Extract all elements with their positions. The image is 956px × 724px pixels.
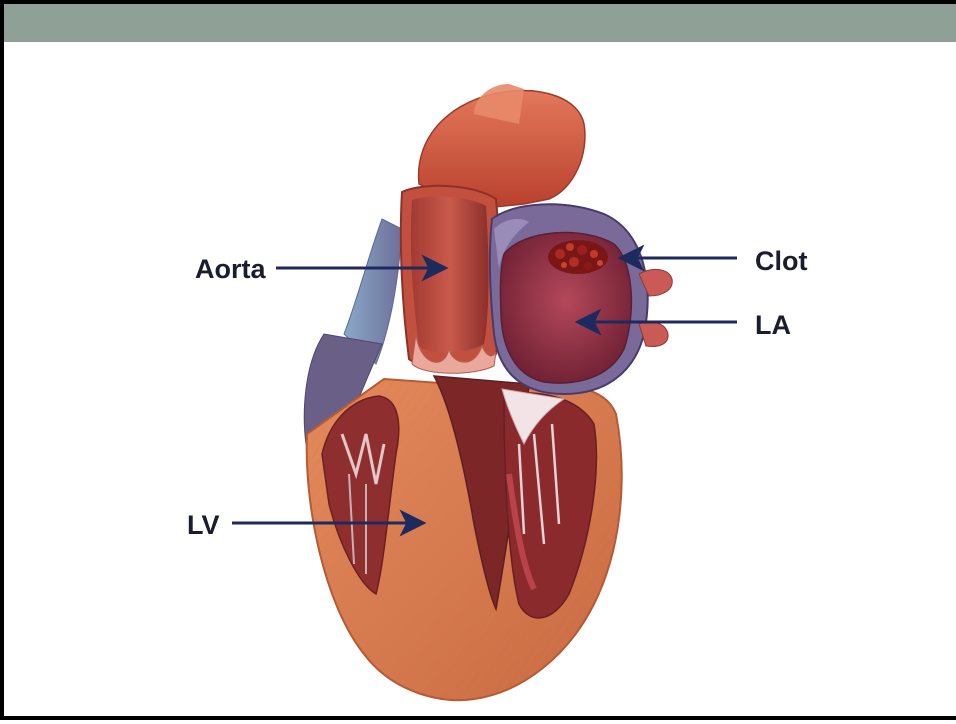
clot-mass bbox=[548, 240, 608, 274]
clot-label: Clot bbox=[755, 246, 807, 276]
aorta-lumen bbox=[411, 197, 489, 353]
aorta-label: Aorta bbox=[195, 254, 266, 284]
pulmonary-vein-lower bbox=[639, 322, 668, 346]
lv-label: LV bbox=[187, 510, 220, 540]
la-label: LA bbox=[755, 310, 791, 340]
heart-diagram: Aorta Clot LA LV bbox=[4, 4, 956, 724]
